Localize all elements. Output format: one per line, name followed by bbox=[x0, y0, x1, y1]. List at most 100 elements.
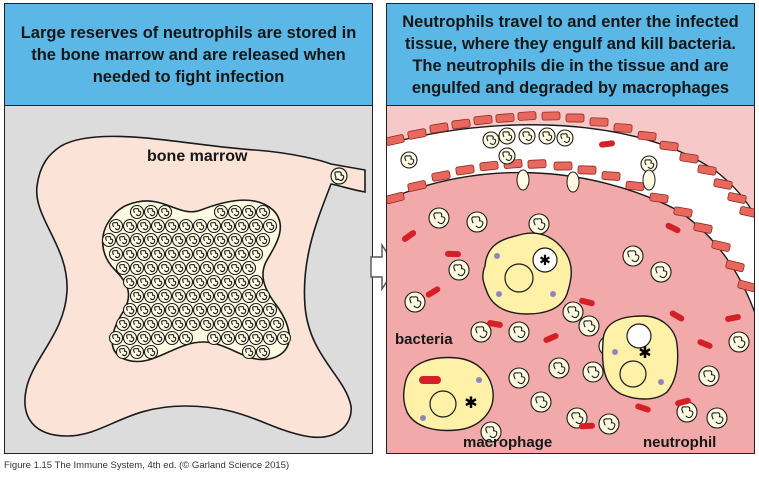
neutrophil-cell bbox=[159, 206, 172, 219]
neutrophil-cell bbox=[429, 208, 449, 228]
neutrophil-cell bbox=[145, 262, 158, 275]
neutrophil-cell bbox=[243, 262, 256, 275]
neutrophil-cell bbox=[145, 318, 158, 331]
neutrophil-cell bbox=[651, 262, 671, 282]
neutrophil-cell bbox=[131, 262, 144, 275]
neutrophil-cell bbox=[152, 304, 165, 317]
neutrophil-cell bbox=[208, 220, 221, 233]
neutrophil-cell bbox=[173, 262, 186, 275]
neutrophil-cell bbox=[110, 332, 123, 345]
neutrophil-cell bbox=[271, 318, 284, 331]
neutrophil-cell bbox=[250, 220, 263, 233]
neutrophil-cell bbox=[131, 206, 144, 219]
neutrophil-cell bbox=[236, 248, 249, 261]
neutrophil-cell bbox=[159, 262, 172, 275]
neutrophil-cell bbox=[215, 290, 228, 303]
neutrophil-cell bbox=[124, 332, 137, 345]
neutrophil-cell bbox=[623, 246, 643, 266]
neutrophil-cell bbox=[145, 290, 158, 303]
neutrophil-cell bbox=[531, 392, 551, 412]
neutrophil-cell bbox=[405, 292, 425, 312]
neutrophil-cell bbox=[243, 206, 256, 219]
neutrophil-cell bbox=[509, 368, 529, 388]
neutrophil-cell bbox=[563, 302, 583, 322]
neutrophil-cell bbox=[236, 276, 249, 289]
neutrophil-cell bbox=[208, 332, 221, 345]
neutrophil-cell bbox=[103, 234, 116, 247]
bone-marrow-banner-text: Large reserves of neutrophils are stored… bbox=[13, 22, 365, 88]
neutrophil-cell bbox=[250, 276, 263, 289]
neutrophil-cell bbox=[222, 304, 235, 317]
neutrophil-cell bbox=[194, 276, 207, 289]
neutrophil-cell bbox=[159, 234, 172, 247]
neutrophil-cell bbox=[229, 234, 242, 247]
neutrophil-cell bbox=[166, 220, 179, 233]
neutrophil-cell bbox=[215, 234, 228, 247]
neutrophil-cell bbox=[201, 262, 214, 275]
neutrophil-cell bbox=[152, 332, 165, 345]
neutrophil-cell bbox=[583, 362, 603, 382]
neutrophil-cell bbox=[483, 132, 499, 148]
neutrophil-cell bbox=[229, 290, 242, 303]
neutrophil-cell bbox=[201, 318, 214, 331]
neutrophil-cell bbox=[222, 220, 235, 233]
macrophage-cell: ✱ bbox=[404, 358, 493, 431]
neutrophil-cell bbox=[278, 332, 291, 345]
neutrophil-cell bbox=[599, 414, 619, 434]
neutrophil-cell bbox=[131, 346, 144, 359]
neutrophil-cell bbox=[117, 262, 130, 275]
neutrophil-cell bbox=[229, 206, 242, 219]
macrophage-cell: ✱ bbox=[483, 233, 571, 314]
infected-tissue-banner-text: Neutrophils travel to and enter the infe… bbox=[394, 11, 746, 99]
bone-marrow-scene: bone marrow bbox=[4, 105, 373, 454]
neutrophil-cell bbox=[208, 276, 221, 289]
neutrophil-cell bbox=[110, 248, 123, 261]
neutrophil-cell bbox=[257, 318, 270, 331]
neutrophil-cell bbox=[257, 346, 270, 359]
macrophage-cell: ✱ bbox=[603, 316, 678, 399]
neutrophil-cell bbox=[208, 304, 221, 317]
neutrophil-cell bbox=[166, 276, 179, 289]
neutrophil-cell bbox=[222, 248, 235, 261]
neutrophil-cell bbox=[173, 290, 186, 303]
neutrophil-cell bbox=[250, 248, 263, 261]
neutrophil-cell bbox=[243, 290, 256, 303]
neutrophil-cell bbox=[229, 318, 242, 331]
neutrophil-cell bbox=[180, 220, 193, 233]
neutrophil-cell bbox=[110, 220, 123, 233]
neutrophil-cell bbox=[131, 318, 144, 331]
neutrophil-cell bbox=[138, 304, 151, 317]
bone-marrow-banner: Large reserves of neutrophils are stored… bbox=[4, 3, 373, 106]
neutrophil-cell bbox=[257, 206, 270, 219]
neutrophil-cell bbox=[250, 332, 263, 345]
neutrophil-cell bbox=[539, 128, 555, 144]
svg-text:✱: ✱ bbox=[539, 253, 551, 269]
neutrophil-cell bbox=[236, 304, 249, 317]
neutrophil-cell bbox=[449, 260, 469, 280]
neutrophil-cell bbox=[201, 290, 214, 303]
bone-marrow-panel: Large reserves of neutrophils are stored… bbox=[4, 3, 373, 454]
neutrophil-cell bbox=[215, 262, 228, 275]
neutrophil-cell bbox=[138, 332, 151, 345]
neutrophil-cell bbox=[180, 304, 193, 317]
neutrophil-cell bbox=[173, 318, 186, 331]
neutrophil-cell bbox=[173, 234, 186, 247]
neutrophil-cell bbox=[519, 128, 535, 144]
neutrophil-cell bbox=[117, 346, 130, 359]
neutrophil-cell bbox=[264, 304, 277, 317]
neutrophil-cell bbox=[215, 318, 228, 331]
bone-marrow-label: bone marrow bbox=[147, 148, 247, 166]
infected-tissue-scene: ✱ ✱ ✱ bacteria macrophage neutrophil bbox=[386, 105, 755, 454]
neutrophil-cell bbox=[187, 318, 200, 331]
neutrophil-cell bbox=[729, 332, 749, 352]
neutrophil-cell bbox=[401, 152, 417, 168]
neutrophil-cell bbox=[509, 322, 529, 342]
neutrophil-cell bbox=[166, 332, 179, 345]
neutrophil-cell bbox=[194, 248, 207, 261]
neutrophil-cell bbox=[194, 220, 207, 233]
neutrophil-cell bbox=[159, 318, 172, 331]
neutrophil-cell bbox=[229, 262, 242, 275]
svg-text:✱: ✱ bbox=[638, 343, 651, 362]
neutrophil-cell bbox=[264, 220, 277, 233]
neutrophil-cell bbox=[236, 332, 249, 345]
